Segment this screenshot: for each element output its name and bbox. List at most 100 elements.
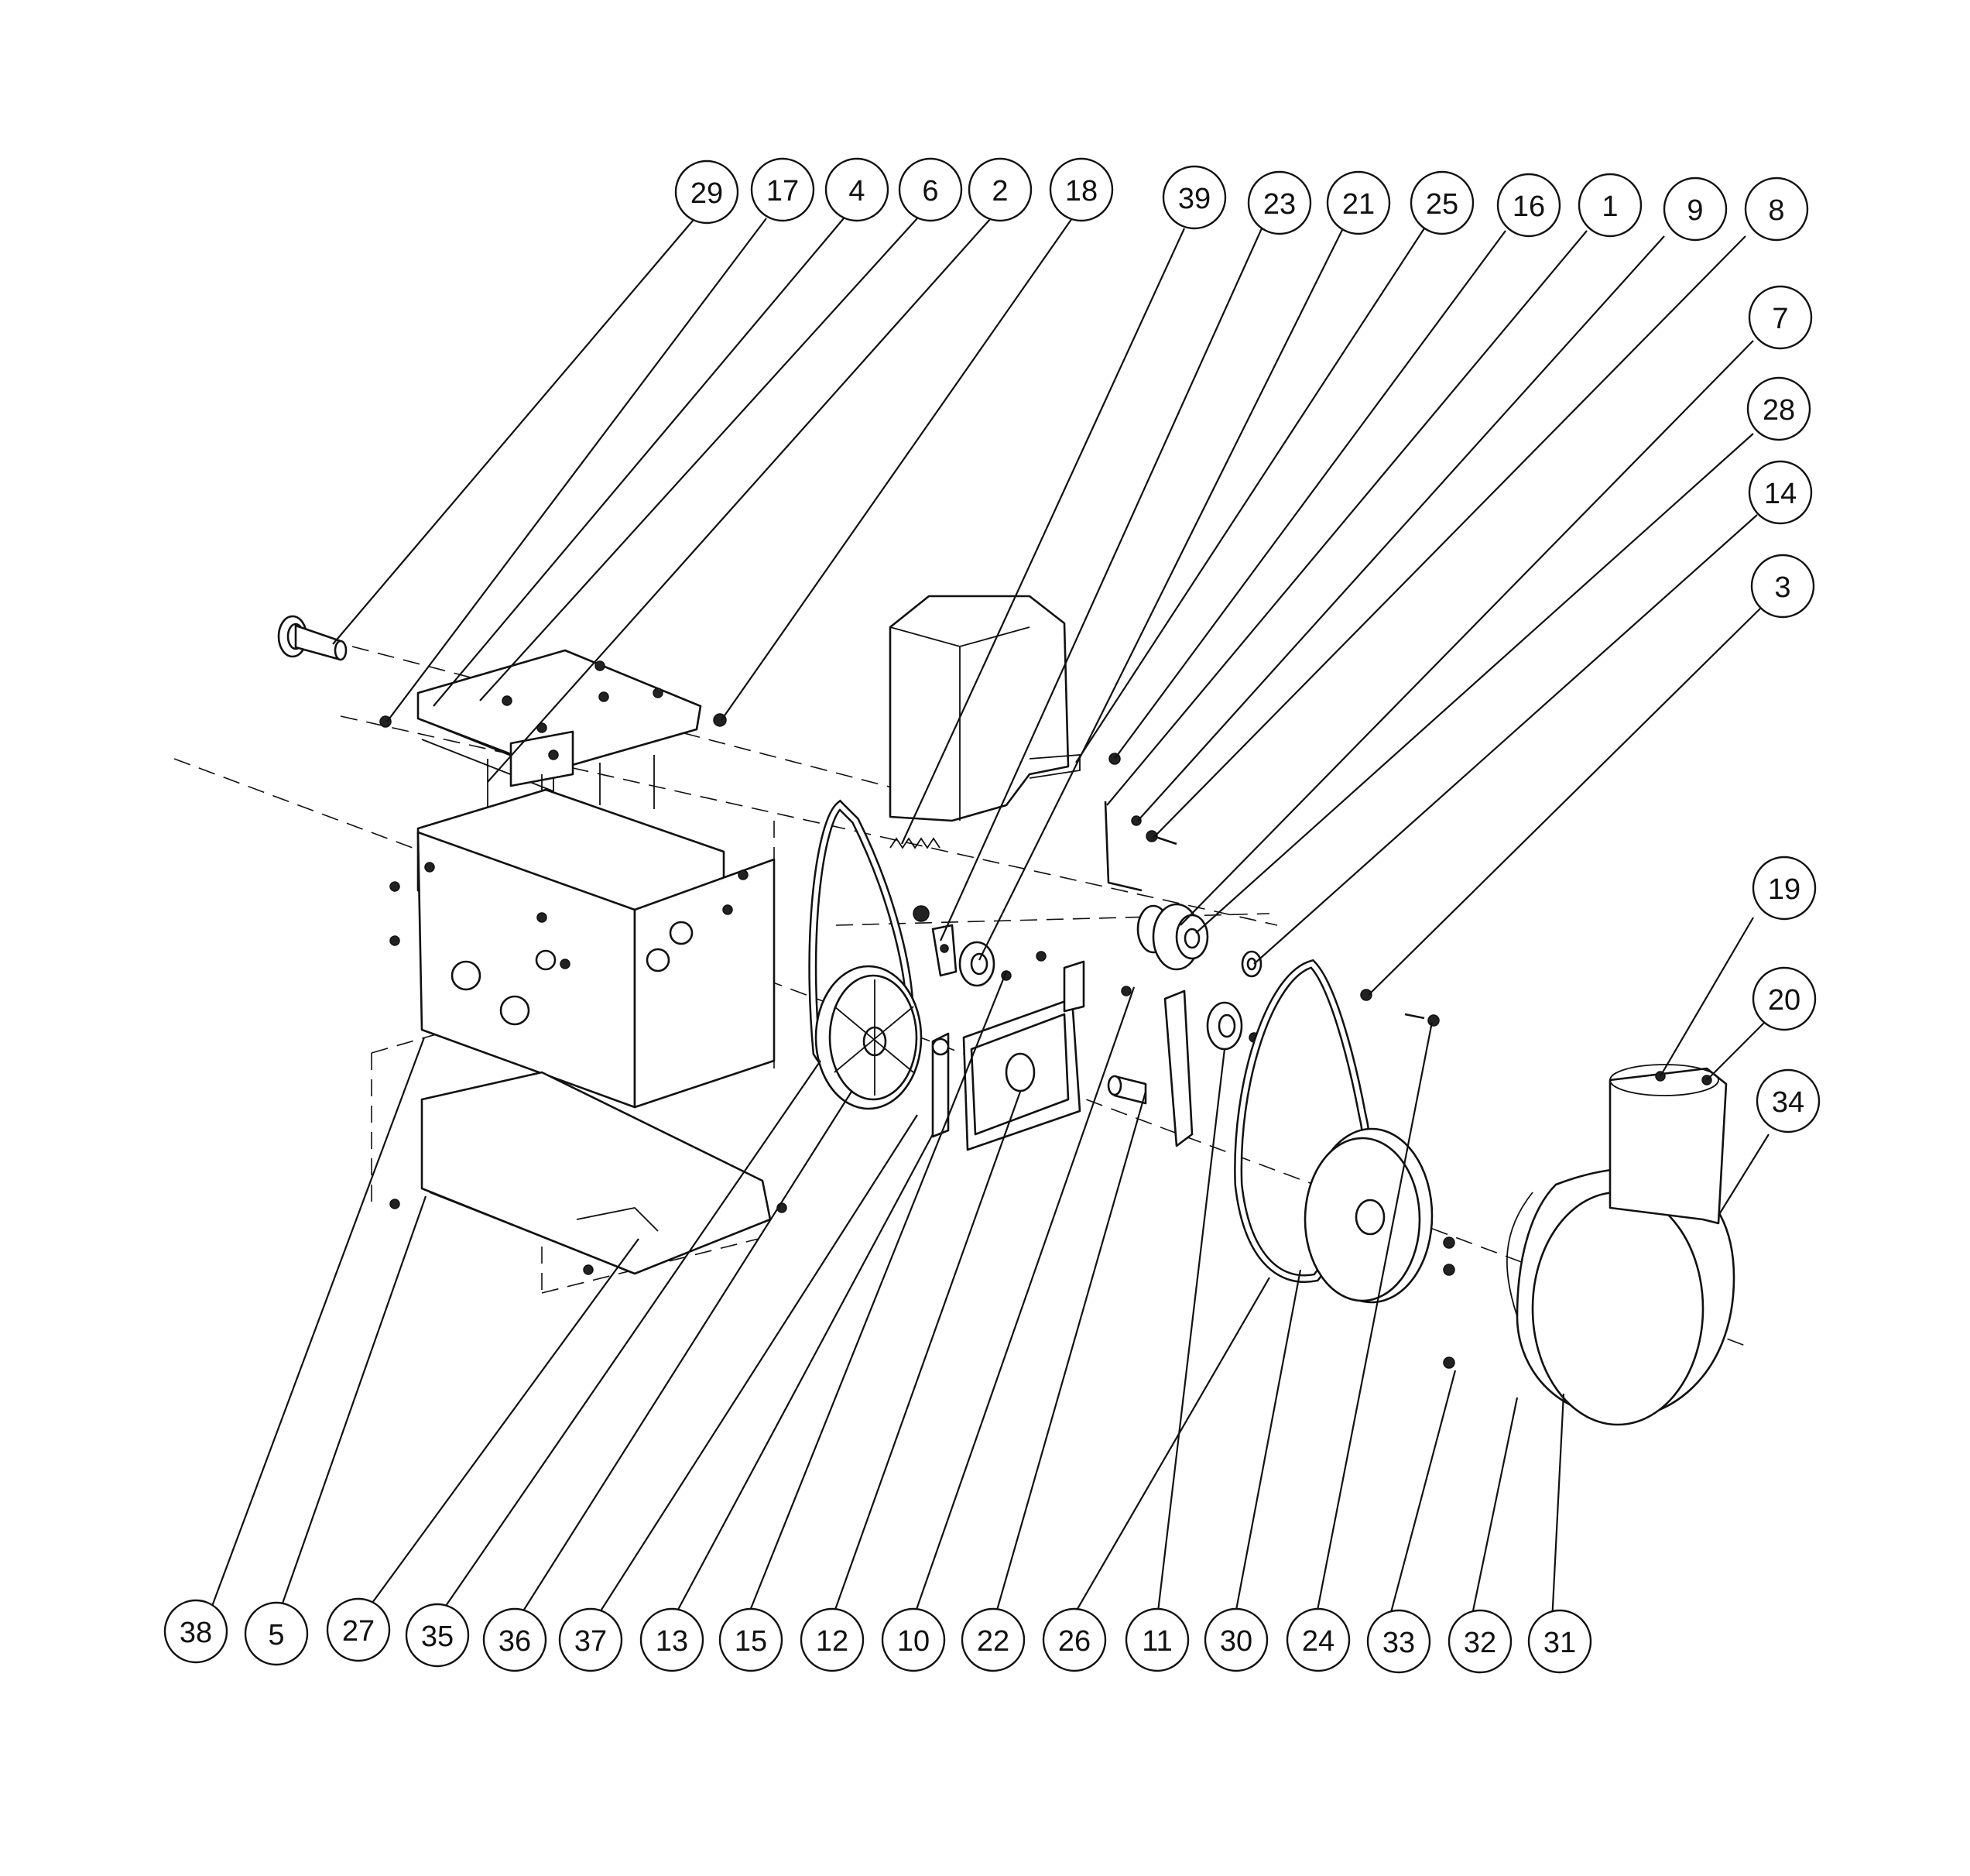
svg-text:27: 27: [342, 1615, 375, 1648]
callout-25: 25: [1410, 170, 1475, 235]
tube-fitting: [277, 615, 348, 661]
callouts: 29 17 4 6 2 18 39 23 21 25 16 1 9 8 7 28…: [163, 157, 1821, 1674]
svg-text:3: 3: [1774, 571, 1790, 604]
svg-text:13: 13: [656, 1625, 688, 1658]
leader-lines: [207, 218, 1770, 1623]
callout-34: 34: [1756, 1068, 1821, 1133]
svg-text:10: 10: [897, 1625, 930, 1658]
svg-text:22: 22: [977, 1625, 1009, 1658]
idler-pulley-upper: [913, 905, 1047, 987]
auger-housing-ring: [1443, 1168, 1735, 1426]
svg-text:1: 1: [1602, 190, 1618, 223]
svg-text:17: 17: [766, 175, 799, 207]
callout-35: 35: [405, 1603, 470, 1668]
svg-text:39: 39: [1178, 183, 1211, 215]
callout-16: 16: [1496, 173, 1561, 238]
top-bracket-plate: [379, 649, 727, 836]
callout-15: 15: [718, 1607, 783, 1672]
svg-text:15: 15: [735, 1625, 767, 1658]
mounting-plate: [931, 960, 1085, 1151]
svg-text:26: 26: [1058, 1625, 1091, 1658]
svg-text:2: 2: [992, 175, 1008, 207]
svg-text:24: 24: [1302, 1625, 1334, 1658]
svg-text:19: 19: [1768, 873, 1800, 906]
svg-text:38: 38: [180, 1617, 212, 1649]
svg-text:12: 12: [816, 1625, 848, 1658]
svg-text:20: 20: [1768, 984, 1800, 1017]
svg-text:34: 34: [1772, 1086, 1804, 1119]
svg-text:31: 31: [1543, 1627, 1576, 1659]
idler-arm-upper: [931, 924, 958, 977]
tension-spring: [889, 837, 940, 849]
callout-36: 36: [482, 1607, 547, 1672]
callout-24: 24: [1286, 1607, 1351, 1672]
svg-text:9: 9: [1687, 194, 1703, 227]
engine-pulley: [1136, 903, 1209, 971]
callout-11: 11: [1125, 1607, 1190, 1672]
callout-2: 2: [968, 157, 1033, 222]
svg-text:37: 37: [574, 1625, 607, 1658]
svg-text:32: 32: [1464, 1627, 1496, 1659]
callout-32: 32: [1448, 1609, 1513, 1674]
svg-text:23: 23: [1263, 188, 1296, 221]
callout-12: 12: [800, 1607, 865, 1672]
callout-10: 10: [881, 1607, 946, 1672]
callout-5: 5: [244, 1601, 309, 1666]
svg-text:5: 5: [268, 1619, 284, 1651]
callout-23: 23: [1247, 170, 1312, 235]
callout-22: 22: [961, 1607, 1026, 1672]
large-pulley-left: [814, 965, 923, 1110]
callout-6: 6: [898, 157, 963, 222]
idler-pulley-lower: [1206, 1001, 1259, 1051]
svg-text:36: 36: [498, 1625, 531, 1658]
svg-text:14: 14: [1764, 478, 1797, 510]
callout-4: 4: [824, 157, 889, 222]
spacer: [1107, 1075, 1147, 1105]
svg-text:6: 6: [922, 175, 938, 207]
callout-1: 1: [1578, 173, 1643, 238]
callout-39: 39: [1162, 165, 1227, 230]
callout-30: 30: [1204, 1607, 1269, 1672]
lower-pan: [389, 1071, 787, 1275]
svg-text:28: 28: [1763, 394, 1795, 427]
belt-guard-cover: [889, 595, 1121, 822]
callout-19: 19: [1752, 856, 1817, 921]
idler-arm-lower: [1121, 986, 1194, 1147]
callout-13: 13: [639, 1607, 704, 1672]
callout-8: 8: [1744, 177, 1809, 242]
large-pulley-right: [1304, 989, 1440, 1304]
callout-37: 37: [558, 1607, 623, 1672]
svg-text:29: 29: [690, 177, 723, 210]
svg-text:21: 21: [1342, 188, 1375, 221]
callout-18: 18: [1049, 157, 1114, 222]
callout-9: 9: [1663, 177, 1728, 242]
svg-text:33: 33: [1382, 1627, 1415, 1659]
svg-text:16: 16: [1513, 190, 1545, 223]
callout-21: 21: [1326, 170, 1391, 235]
callout-26: 26: [1042, 1607, 1107, 1672]
washer: [1241, 950, 1263, 978]
callout-33: 33: [1366, 1609, 1431, 1674]
callout-14: 14: [1748, 460, 1813, 525]
callout-38: 38: [163, 1599, 228, 1664]
adjuster-rod: [1104, 801, 1177, 892]
callout-29: 29: [674, 159, 739, 225]
svg-text:11: 11: [1142, 1625, 1172, 1658]
callout-20: 20: [1752, 966, 1817, 1031]
svg-text:35: 35: [421, 1620, 454, 1653]
svg-text:7: 7: [1772, 303, 1788, 335]
svg-text:4: 4: [848, 175, 865, 207]
svg-text:18: 18: [1065, 175, 1098, 207]
drive-belt-right: [1234, 959, 1371, 1283]
callout-17: 17: [750, 157, 815, 222]
callout-7: 7: [1748, 285, 1813, 350]
callout-28: 28: [1746, 376, 1811, 441]
svg-text:25: 25: [1426, 188, 1458, 221]
svg-text:8: 8: [1768, 194, 1784, 227]
callout-31: 31: [1527, 1609, 1592, 1674]
frame-housing: [389, 788, 776, 1109]
chute-base: [1609, 1064, 1728, 1225]
callout-27: 27: [326, 1597, 391, 1662]
svg-text:30: 30: [1220, 1625, 1252, 1658]
